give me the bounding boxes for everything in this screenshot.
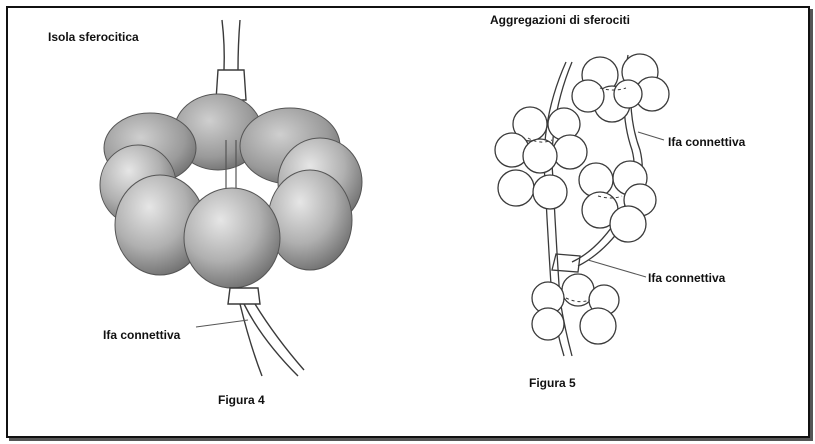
figure5-callout-label-upper: Ifa connettiva <box>668 135 746 149</box>
figure4-drawing <box>99 19 363 377</box>
figure5-title: Aggregazioni di sferociti <box>490 13 631 27</box>
figure4-title: Isola sferocitica <box>48 30 139 44</box>
sphere-front-right <box>267 169 353 271</box>
figure4-hypha-lower <box>227 287 305 377</box>
figure4-callout-label: Ifa connettiva <box>103 328 181 342</box>
figure5-caption: Figura 5 <box>529 376 576 390</box>
figure5-cluster-left <box>494 106 588 210</box>
figure5-callout-line-lower <box>587 259 647 278</box>
figure5-drawing <box>494 53 670 357</box>
figure5-facet-marks <box>527 87 627 303</box>
figure5-callout-label-lower: Ifa connettiva <box>648 271 726 285</box>
figure4-callout-line <box>195 319 249 328</box>
figure5-cluster-bottom <box>531 273 620 345</box>
figure5-cluster-top-right <box>571 53 670 123</box>
figure5-cluster-mid-right <box>578 160 657 243</box>
figure4-hypha-core <box>225 140 237 188</box>
figure5-callout-line-upper <box>637 131 665 141</box>
figure4-caption: Figura 4 <box>218 393 265 407</box>
sphere-front-center <box>183 187 281 289</box>
